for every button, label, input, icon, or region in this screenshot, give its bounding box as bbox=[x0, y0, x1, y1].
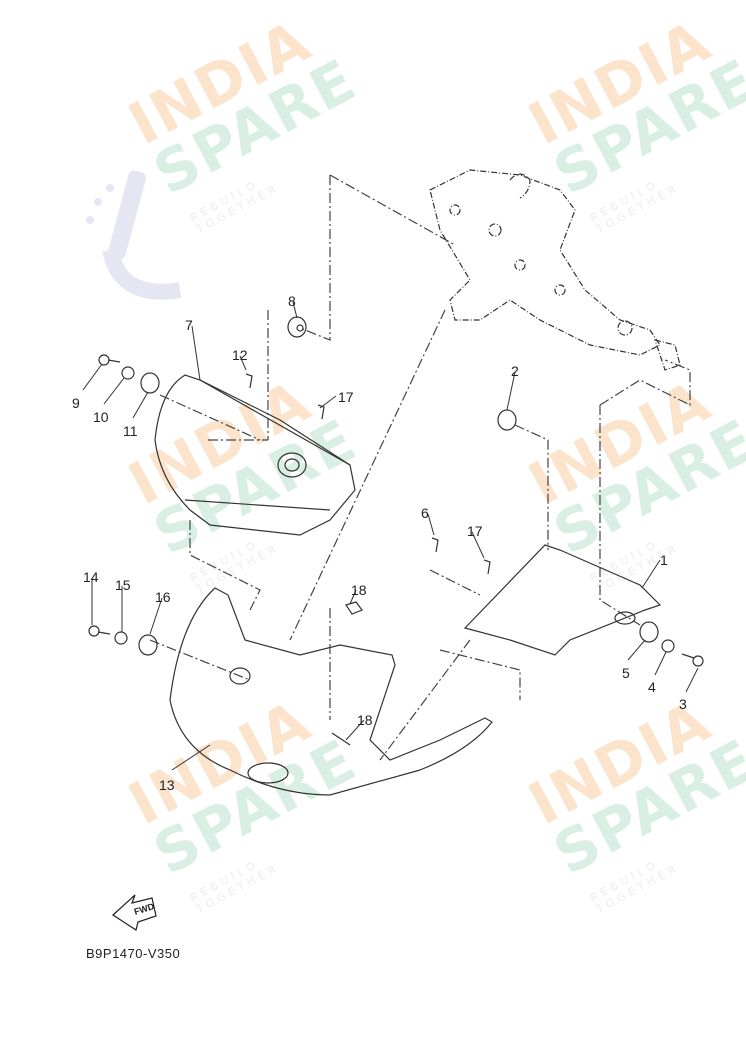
part-label-13: 13 bbox=[159, 777, 175, 793]
part-1-cover bbox=[463, 544, 662, 656]
part-label-10: 10 bbox=[93, 409, 109, 425]
part-label-9: 9 bbox=[72, 395, 80, 411]
part-label-2: 2 bbox=[511, 363, 519, 379]
part-label-5: 5 bbox=[622, 665, 630, 681]
part-label-18: 18 bbox=[357, 712, 373, 728]
part-label-17: 17 bbox=[467, 523, 483, 539]
part-label-14: 14 bbox=[83, 569, 99, 585]
part-label-18: 18 bbox=[351, 582, 367, 598]
part-7-inner-cover bbox=[154, 374, 356, 536]
fasteners bbox=[88, 316, 704, 746]
part-label-12: 12 bbox=[232, 347, 248, 363]
part-label-6: 6 bbox=[421, 505, 429, 521]
headlight-stay-bracket bbox=[429, 169, 681, 371]
fwd-arrow-icon bbox=[112, 894, 157, 931]
part-label-15: 15 bbox=[115, 577, 131, 593]
part-label-16: 16 bbox=[155, 589, 171, 605]
part-label-3: 3 bbox=[679, 696, 687, 712]
part-label-7: 7 bbox=[185, 317, 193, 333]
part-label-1: 1 bbox=[660, 552, 668, 568]
part-13-lower-cowl bbox=[169, 587, 493, 796]
part-label-4: 4 bbox=[648, 679, 656, 695]
diagram-code: B9P1470-V350 bbox=[86, 946, 181, 961]
part-label-17: 17 bbox=[338, 389, 354, 405]
part-label-11: 11 bbox=[123, 423, 138, 439]
part-label-8: 8 bbox=[288, 293, 296, 309]
